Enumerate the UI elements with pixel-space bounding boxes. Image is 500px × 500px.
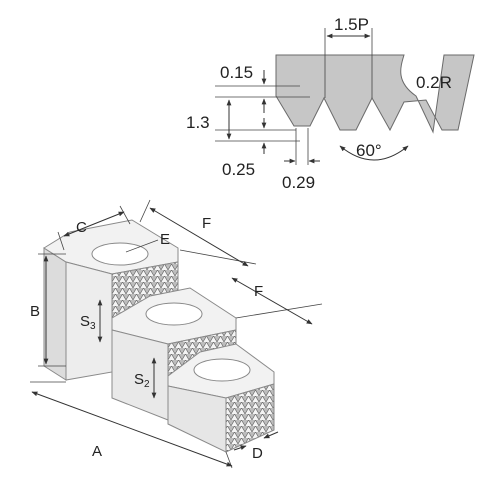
a-dimension xyxy=(31,391,233,467)
root-label: 0.25 xyxy=(222,160,255,179)
jaw-step3-front xyxy=(167,385,227,453)
s3-main: S xyxy=(80,313,90,330)
c-label: C xyxy=(76,219,87,236)
e-label: E xyxy=(160,231,170,248)
jaw-left-face xyxy=(43,247,67,381)
pitch-label: 1.5P xyxy=(334,15,369,34)
f-top-label: F xyxy=(202,215,211,232)
bolt-hole-1 xyxy=(91,242,149,266)
f-mid-label: F xyxy=(254,283,263,300)
f-mid-dimension xyxy=(231,277,313,325)
s2-sub: 2 xyxy=(144,379,150,390)
angle-label: 60° xyxy=(356,141,382,160)
b-label: B xyxy=(30,303,40,320)
s2-main: S xyxy=(134,371,144,388)
bolt-hole-3 xyxy=(193,358,251,382)
c-ext-right xyxy=(119,205,131,225)
depth-label: 1.3 xyxy=(186,113,210,132)
radius-label: 0.2R xyxy=(416,73,452,92)
f-top-ext-right xyxy=(179,249,257,265)
d-arrow-right xyxy=(263,431,279,439)
f-top-dimension xyxy=(149,207,249,267)
tooth-profile: 1.5P 0.15 1.3 0.25 0.29 60° 0.2R xyxy=(186,15,475,192)
d-label: D xyxy=(252,445,263,462)
bolt-hole-2 xyxy=(145,302,203,326)
jaw-dimensions: C E F F B S3 S2 A D xyxy=(30,199,323,469)
c-ext-left xyxy=(57,231,65,251)
stepped-jaw xyxy=(43,219,275,453)
f-mid-ext-right xyxy=(235,303,323,319)
f-top-ext-left xyxy=(139,199,151,223)
s3-sub: 3 xyxy=(90,321,96,332)
s2-label: S2 xyxy=(134,371,150,390)
d-arrow-left xyxy=(233,445,247,451)
s3-label: S3 xyxy=(80,313,96,332)
width-label: 0.29 xyxy=(282,173,315,192)
angle-arc xyxy=(339,145,409,161)
tip-flat-label: 0.15 xyxy=(220,63,253,82)
profile-body xyxy=(275,54,475,134)
a-label: A xyxy=(92,443,102,460)
c-dimension xyxy=(63,211,125,237)
